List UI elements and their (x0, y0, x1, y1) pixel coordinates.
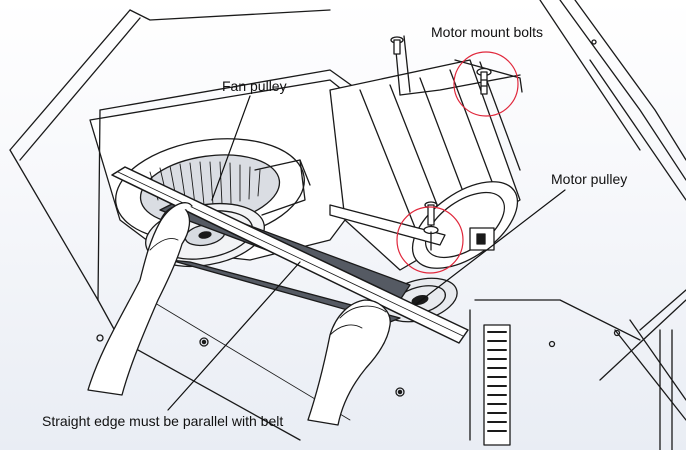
mount-bolts (390, 36, 492, 251)
cabinet-frame (9, 0, 686, 450)
highlight-circles (396, 51, 519, 274)
bolt-highlight-lower (396, 206, 464, 274)
motor-pulley-label: Motor pulley (551, 171, 628, 187)
left-hand (87, 202, 193, 396)
bolt-upper-right (476, 67, 492, 95)
fan-pulley-label: Fan pulley (222, 78, 287, 94)
floor-holes (96, 39, 621, 397)
bolt-highlight-upper (453, 51, 519, 117)
motor-pulley-leader (414, 189, 566, 306)
straight-edge-leader (167, 261, 301, 411)
bolt-upper-left (390, 36, 404, 55)
motor-mount-bolts-label: Motor mount bolts (431, 24, 544, 40)
straight-edge (111, 166, 469, 344)
fan-pulley-leader (211, 95, 251, 201)
right-hand (307, 299, 391, 426)
side-rack (469, 299, 641, 446)
straight-edge-note: Straight edge must be parallel with belt (42, 413, 284, 429)
bolt-lower (423, 201, 439, 251)
leader-lines (167, 95, 566, 411)
